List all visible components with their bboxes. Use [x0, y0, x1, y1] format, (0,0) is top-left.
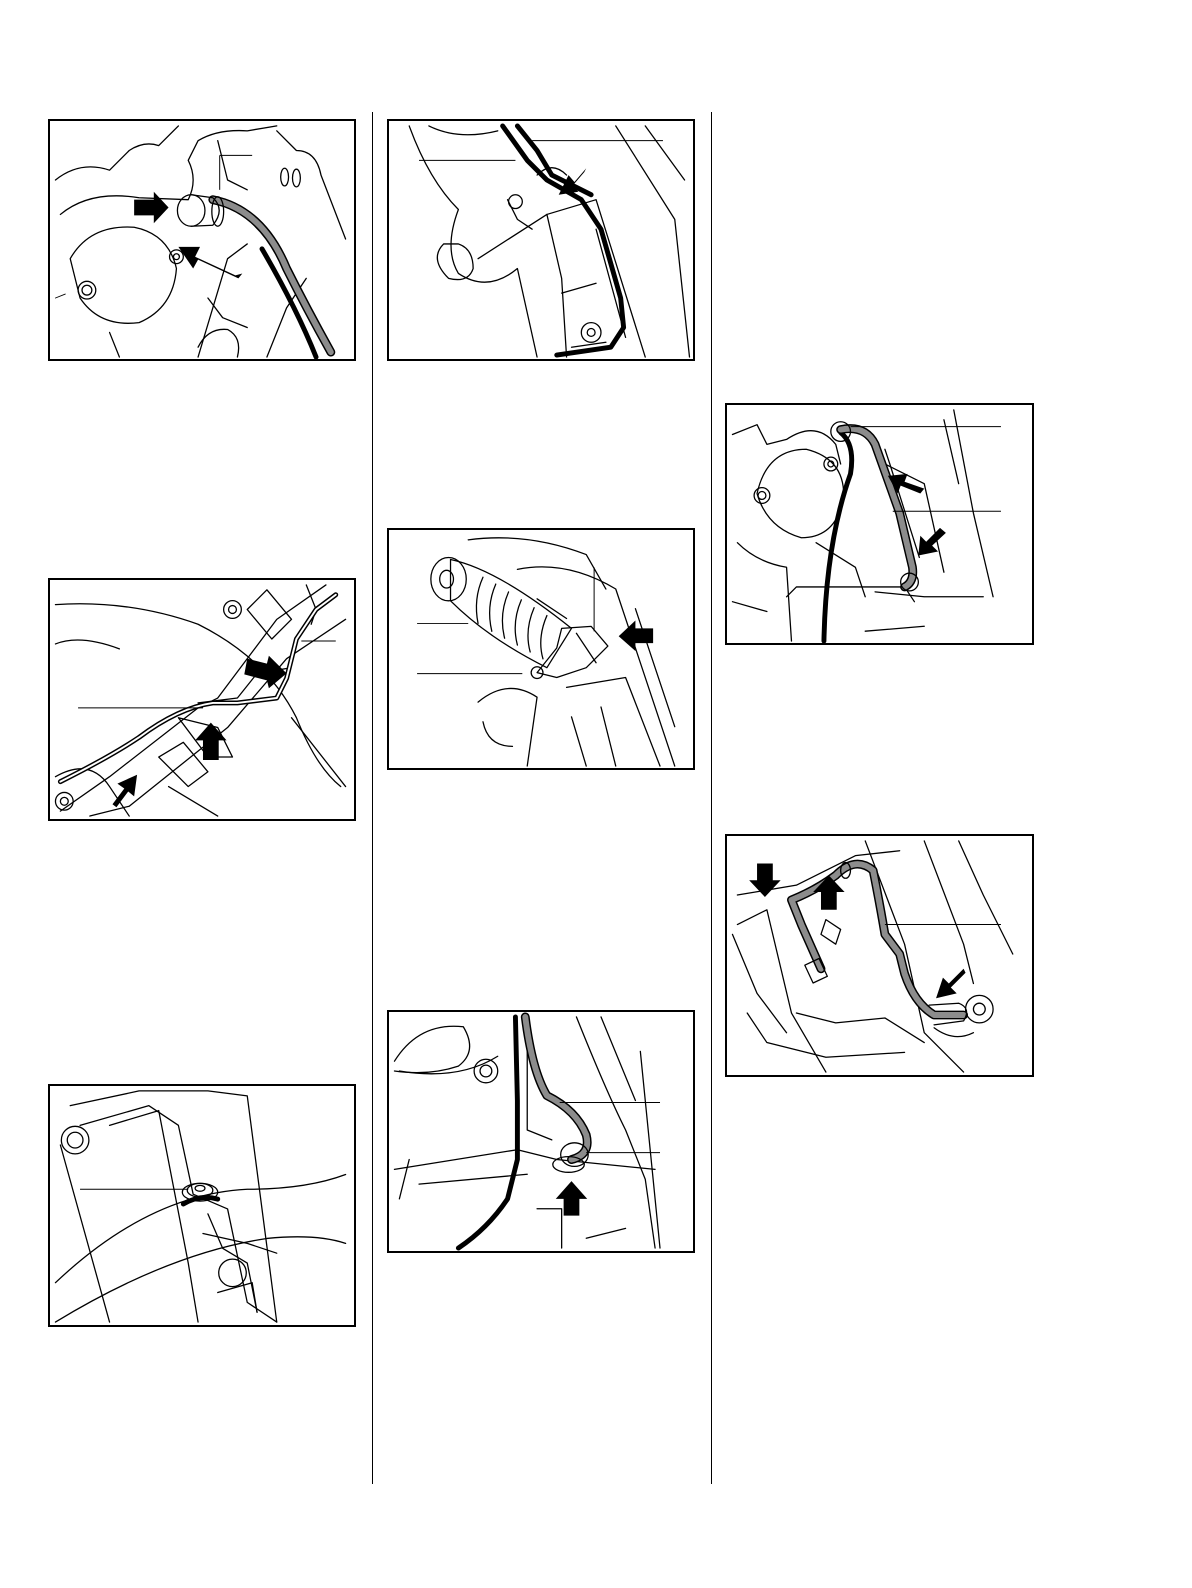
- column-divider-left: [372, 112, 373, 1484]
- column-divider-right: [711, 112, 712, 1484]
- figure-grommet-insertion: [48, 119, 356, 361]
- figure-wire-routing-handle: [48, 578, 356, 821]
- figure-wire-in-housing: [725, 403, 1034, 645]
- figure-cable-guide-top: [387, 119, 695, 361]
- figure-connector-lead: [725, 834, 1034, 1077]
- figure-screw-mount: [48, 1084, 356, 1327]
- figure-grommet-lower: [387, 1010, 695, 1253]
- figure-rubber-bellows: [387, 528, 695, 770]
